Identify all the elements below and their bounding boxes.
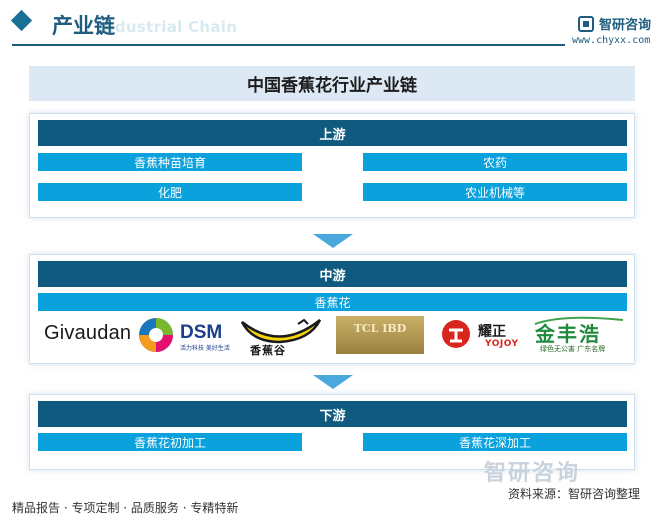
upstream-item: 农药 [363, 153, 627, 171]
yaozheng-logo-en: YOJOY [485, 339, 519, 349]
header-diamond-icon [10, 9, 33, 32]
dsm-logo-icon [139, 318, 173, 352]
brand-mark-icon [578, 15, 594, 32]
down-arrow-icon [313, 234, 353, 248]
brand-url: www.chyxx.com [572, 35, 651, 46]
brand-name: 智研咨询 [599, 18, 652, 33]
upstream-header: 上游 [38, 120, 627, 146]
dsm-logo-tagline: 活力科技 美好生活 [180, 345, 230, 352]
yaozheng-logo-text: 耀正 [478, 324, 506, 340]
header-ghost-text: Industrial Chain [98, 18, 238, 36]
jinfenghao-logo-sub: 绿色无公害 广东名牌 [540, 345, 606, 353]
watermark-brand: 智研咨询 [484, 461, 581, 486]
jinfenghao-logo-text: 金丰浩 [535, 322, 601, 346]
header-divider [12, 44, 565, 46]
yaozheng-mark-icon [442, 320, 470, 348]
midstream-item: 香蕉花 [38, 293, 627, 311]
upstream-item: 农业机械等 [363, 183, 627, 201]
downstream-item: 香蕉花深加工 [363, 433, 627, 451]
upstream-item: 香蕉种苗培育 [38, 153, 302, 171]
down-arrow-icon [313, 375, 353, 389]
midstream-header: 中游 [38, 261, 627, 287]
tcl-logo-text: TCL IBD [353, 322, 407, 335]
diagram-title: 中国香蕉花行业产业链 [29, 66, 635, 101]
givaudan-logo: Givaudan [44, 322, 132, 344]
jinfenghao-leaf-icon [534, 316, 624, 325]
xiangjiaogu-banana-icon [240, 318, 322, 344]
brand-logo: 智研咨询 [578, 14, 651, 33]
downstream-item: 香蕉花初加工 [38, 433, 302, 451]
page-title: 产业链 [52, 14, 115, 38]
tcl-logo-plate [336, 316, 424, 354]
downstream-header: 下游 [38, 401, 627, 427]
footer-services: 精品报告 · 专项定制 · 品质服务 · 专精特新 [12, 501, 239, 515]
upstream-item: 化肥 [38, 183, 302, 201]
dsm-logo-text: DSM [180, 322, 223, 343]
xiangjiaogu-logo-text: 香蕉谷 [250, 344, 286, 357]
source-note: 资料来源：智研咨询整理 [508, 487, 641, 501]
